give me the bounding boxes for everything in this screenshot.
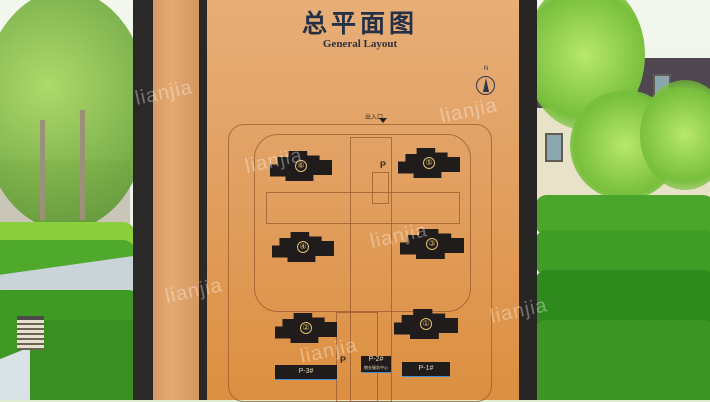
hedge: [535, 320, 710, 400]
building-number: ③: [426, 238, 438, 250]
plaque-label: P-1#: [418, 365, 434, 372]
north-compass: N: [473, 66, 499, 98]
building-number: ②: [300, 322, 312, 334]
compass-ring-icon: [476, 76, 495, 95]
hedge: [30, 320, 140, 400]
sign-frame-post: [519, 0, 537, 400]
building-number: ⑤: [423, 157, 435, 169]
plaque-label: P-3#: [298, 368, 314, 375]
plaque-p3: P-3#: [275, 365, 337, 380]
entrance-label: 出入口: [365, 115, 384, 121]
plaque-p1: P-1#: [402, 362, 450, 377]
plan-detail: [266, 192, 460, 224]
plaque-sublabel: 物业服务中心: [364, 365, 388, 370]
sign-frame-divider: [199, 0, 207, 400]
sign-title-english: General Layout: [322, 38, 398, 50]
plaque-p2: P-2# 物业服务中心: [361, 356, 391, 373]
building-number: ④: [297, 241, 309, 253]
plaque-label: P-2#: [368, 356, 384, 363]
entrance-arrow-icon: [379, 118, 387, 123]
sign-title-chinese: 总平面图: [301, 9, 418, 38]
hedge: [535, 195, 710, 235]
garden-lamp: [17, 316, 44, 350]
tree-left: [0, 0, 150, 230]
sign-main-panel: [207, 0, 519, 400]
north-arrow-icon: [483, 78, 489, 92]
tree-trunk: [80, 110, 85, 220]
sign-side-panel: [153, 0, 199, 400]
window: [545, 133, 563, 162]
sign-frame-post: [133, 0, 153, 400]
tree-trunk: [40, 120, 45, 220]
building-number: ⑥: [295, 160, 307, 172]
parking-label: P: [340, 355, 347, 365]
hedge: [535, 230, 710, 275]
building-number: ①: [420, 318, 432, 330]
parking-area: [372, 172, 389, 204]
tree-right: [640, 80, 710, 190]
compass-north-label: N: [483, 66, 489, 72]
inner-road: [254, 134, 471, 312]
parking-label: P: [380, 160, 387, 170]
